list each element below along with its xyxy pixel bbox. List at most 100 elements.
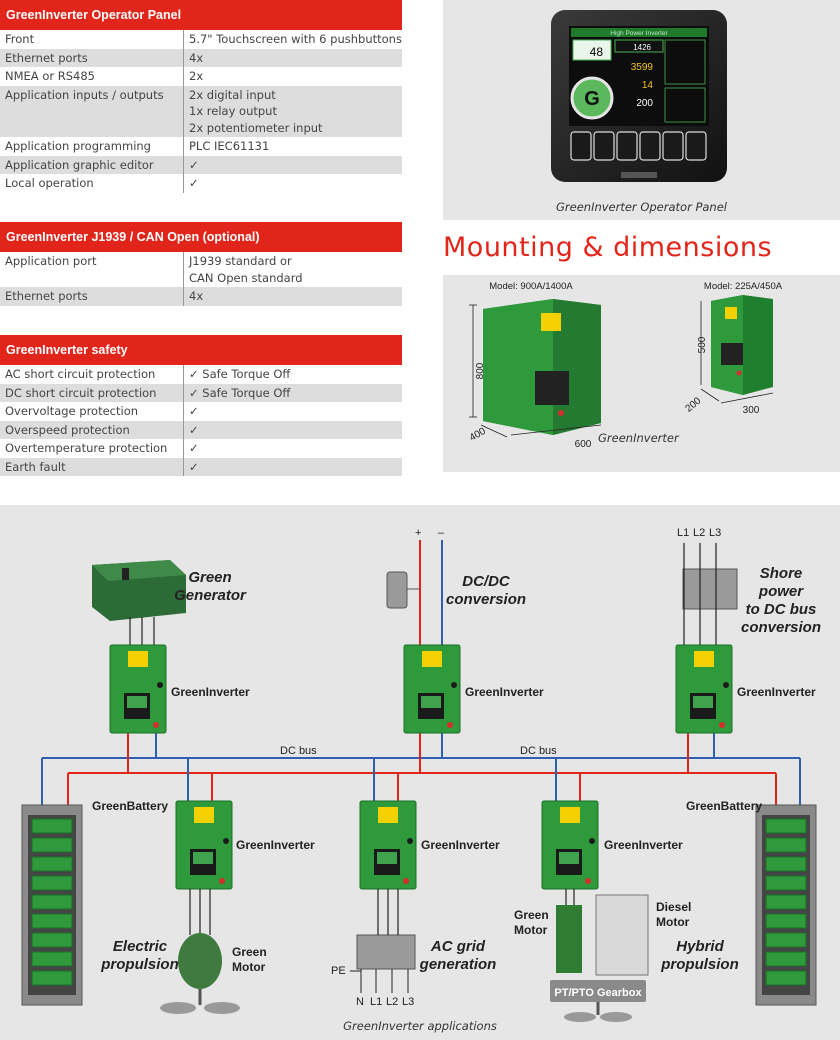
battery-module xyxy=(31,818,73,834)
row-value-line: 2x digital input xyxy=(189,87,276,102)
panel-value-4: 14 xyxy=(642,80,654,91)
row-label: DC short circuit protection xyxy=(5,385,157,400)
row-value: ✓ Safe Torque Off xyxy=(183,383,402,402)
row-label: NMEA or RS485 xyxy=(5,69,95,83)
row-label: Application graphic editor xyxy=(5,157,154,172)
battery-module xyxy=(765,875,807,891)
inverter-electric-propulsion xyxy=(175,800,233,890)
battery-module xyxy=(31,837,73,853)
battery-label-right: GreenBattery xyxy=(686,799,763,813)
row-value: ✓ xyxy=(183,402,402,421)
row-label: Overspeed protection xyxy=(5,422,130,437)
inverter-ac-grid xyxy=(359,800,417,890)
row-value-line: 1x relay output xyxy=(189,104,277,118)
shore-l1-label: L1 xyxy=(677,527,690,539)
row-label: Local operation xyxy=(5,176,94,190)
row-value: 2x digital input 1x relay output 2x potent… xyxy=(183,85,402,137)
table-row: Earth fault✓ xyxy=(0,457,402,476)
table-row: Ethernet ports 4x xyxy=(0,287,402,306)
battery-module xyxy=(765,932,807,948)
panel-logo-letter: G xyxy=(584,88,600,110)
dim-small-height: 500 xyxy=(697,336,708,353)
battery-module xyxy=(31,875,73,891)
table-row: Overtemperature protection ✓ xyxy=(0,439,402,458)
panel-pushbutton xyxy=(593,131,615,161)
application-diagram-drawing: PT/PTO Gearbox xyxy=(21,540,817,1022)
inverter-label-6: GreenInverter xyxy=(604,838,683,852)
mounting-title: Mounting & dimensions xyxy=(443,232,773,263)
table-row: Application graphic editor✓ xyxy=(0,155,402,174)
mounting-drawing: 800 600 400 Model: 900A/1400A 500 300 20… xyxy=(468,281,783,450)
dc-bus-label-right: DC bus xyxy=(520,745,557,757)
dim-large-width: 600 xyxy=(575,439,592,450)
battery-module xyxy=(31,913,73,929)
gearbox xyxy=(550,980,646,1002)
row-label: Overvoltage protection xyxy=(5,404,139,418)
pe-label: PE xyxy=(331,965,346,977)
dim-large-depth: 400 xyxy=(468,426,488,444)
inverter-label-5: GreenInverter xyxy=(421,838,500,852)
battery-module xyxy=(765,856,807,872)
panel-value-2: 1426 xyxy=(633,43,651,52)
gearbox-label: PT/PTO Gearbox xyxy=(554,987,642,999)
small-cabinet xyxy=(711,295,773,395)
table-row: AC short circuit protection ✓ Safe Torque… xyxy=(0,365,402,384)
row-label: Application programming xyxy=(5,139,151,153)
row-label: Earth fault xyxy=(5,459,66,474)
row-value: ✓ xyxy=(183,174,402,193)
applications-caption: GreenInverter applications xyxy=(343,1019,497,1033)
ac-l3-label: L3 xyxy=(402,996,415,1008)
model-small: Model: 225A/450A xyxy=(704,281,783,292)
operator-panel-figure: High Power Inverter 48 1426 G 3599 14 20… xyxy=(443,0,840,220)
table-row: Application programming PLC IEC61131 xyxy=(0,137,402,156)
battery-module xyxy=(765,837,807,853)
row-value: 5.7" Touchscreen with 6 pushbuttons xyxy=(183,30,402,49)
green-generator xyxy=(92,560,186,621)
row-value-line: 2x potentiometer input xyxy=(189,120,323,135)
row-value-line: PLC IEC61131 xyxy=(189,139,270,153)
table-row: Overspeed protection✓ xyxy=(0,420,402,439)
row-label: Ethernet ports xyxy=(5,289,88,303)
shore-power-converter xyxy=(682,568,738,610)
row-label: Overtemperature protection xyxy=(5,441,168,455)
safety-table: GreenInverter safety AC short circuit pr… xyxy=(0,335,402,476)
inverter-label-3: GreenInverter xyxy=(737,685,816,699)
row-label: Application inputs / outputs xyxy=(5,87,164,102)
row-value-line: ✓ xyxy=(189,441,199,455)
propeller-left-icon xyxy=(160,1002,196,1014)
warning-label-icon xyxy=(541,313,561,331)
row-label: AC short circuit protection xyxy=(5,367,156,381)
table-row: DC short circuit protection ✓ Safe Torque… xyxy=(0,383,402,402)
battery-module xyxy=(765,818,807,834)
row-value: ✓ Safe Torque Off xyxy=(183,365,402,384)
battery-module xyxy=(765,894,807,910)
panel-pushbutton xyxy=(639,131,661,161)
diesel-motor xyxy=(595,894,649,976)
electric-motor xyxy=(178,933,222,989)
inverter-generator xyxy=(109,644,167,734)
battery-module xyxy=(31,856,73,872)
row-value: 2x xyxy=(183,67,402,86)
battery-module xyxy=(31,894,73,910)
ac-l2-label: L2 xyxy=(386,996,399,1008)
panel-value-1: 48 xyxy=(590,45,604,59)
operator-panel-caption: GreenInverter Operator Panel xyxy=(555,200,727,214)
row-value-line: 4x xyxy=(189,289,204,303)
mounting-figure: 800 600 400 Model: 900A/1400A 500 300 20… xyxy=(443,275,840,472)
row-value: 4x xyxy=(183,48,402,67)
row-value-line: 2x xyxy=(189,69,204,83)
dc-plus-label: + xyxy=(415,527,422,539)
inverter-label-2: GreenInverter xyxy=(465,685,544,699)
safety-table-title: GreenInverter safety xyxy=(0,335,402,365)
row-value-line: ✓ xyxy=(189,176,199,190)
operator-panel-table-title: GreenInverter Operator Panel xyxy=(0,0,402,30)
battery-module xyxy=(31,932,73,948)
